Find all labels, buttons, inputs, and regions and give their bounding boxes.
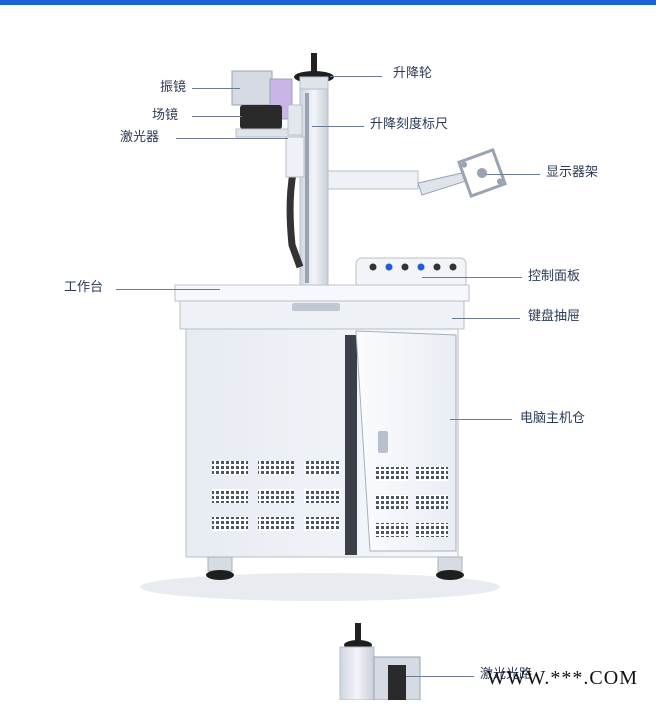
leader-keyboard-drawer	[452, 318, 520, 319]
door-lock	[378, 431, 388, 453]
label-keyboard-drawer: 键盘抽屉	[528, 309, 581, 324]
lift-scale-strip	[305, 93, 309, 283]
label-worktable: 工作台	[64, 280, 104, 295]
control-panel	[355, 257, 467, 289]
label-pc-compartment: 电脑主机仓	[520, 411, 586, 426]
drawer-handle	[292, 303, 340, 311]
door-vents	[376, 467, 448, 537]
field-lens	[240, 105, 282, 129]
leader-display-mount	[486, 174, 540, 175]
product-illustration	[0, 5, 656, 701]
leader-lift-wheel	[330, 76, 382, 77]
laser-marking-machine-image	[140, 53, 507, 701]
laser-source	[285, 136, 305, 178]
leader-control-panel	[422, 277, 522, 278]
leader-bottom-partial	[406, 676, 474, 677]
label-bottom-partial: 激光光路	[480, 667, 533, 682]
leader-pc-compartment	[450, 419, 512, 420]
display-arm	[327, 170, 419, 190]
foot-left	[207, 556, 233, 572]
watermark: WWW.***.COM	[486, 667, 638, 689]
label-field-lens: 场镜	[152, 108, 179, 123]
cabinet-vents	[212, 461, 340, 531]
label-laser: 激光器	[120, 130, 160, 145]
leader-galvo	[192, 88, 240, 89]
floor-shadow	[140, 573, 500, 601]
label-lift-scale: 升降刻度标尺	[370, 117, 449, 132]
leader-worktable	[116, 289, 220, 290]
cabinet-opening	[345, 335, 357, 555]
lift-column	[299, 86, 329, 288]
foot-right	[437, 556, 463, 572]
pc-compartment-door	[355, 330, 457, 552]
label-lift-wheel: 升降轮	[393, 66, 433, 81]
label-galvo: 振镜	[160, 80, 187, 95]
display-mount-plate	[457, 148, 507, 198]
top-accent-bar	[0, 0, 656, 5]
label-display-mount: 显示器架	[546, 165, 599, 180]
control-buttons	[369, 263, 457, 271]
leader-lift-scale	[312, 126, 364, 127]
worktable-top	[174, 284, 470, 302]
leader-laser	[176, 138, 288, 139]
label-control-panel: 控制面板	[528, 269, 581, 284]
lift-wheel-knob	[311, 53, 317, 75]
bottom-partial-machine	[339, 623, 421, 701]
leader-field-lens	[192, 116, 242, 117]
